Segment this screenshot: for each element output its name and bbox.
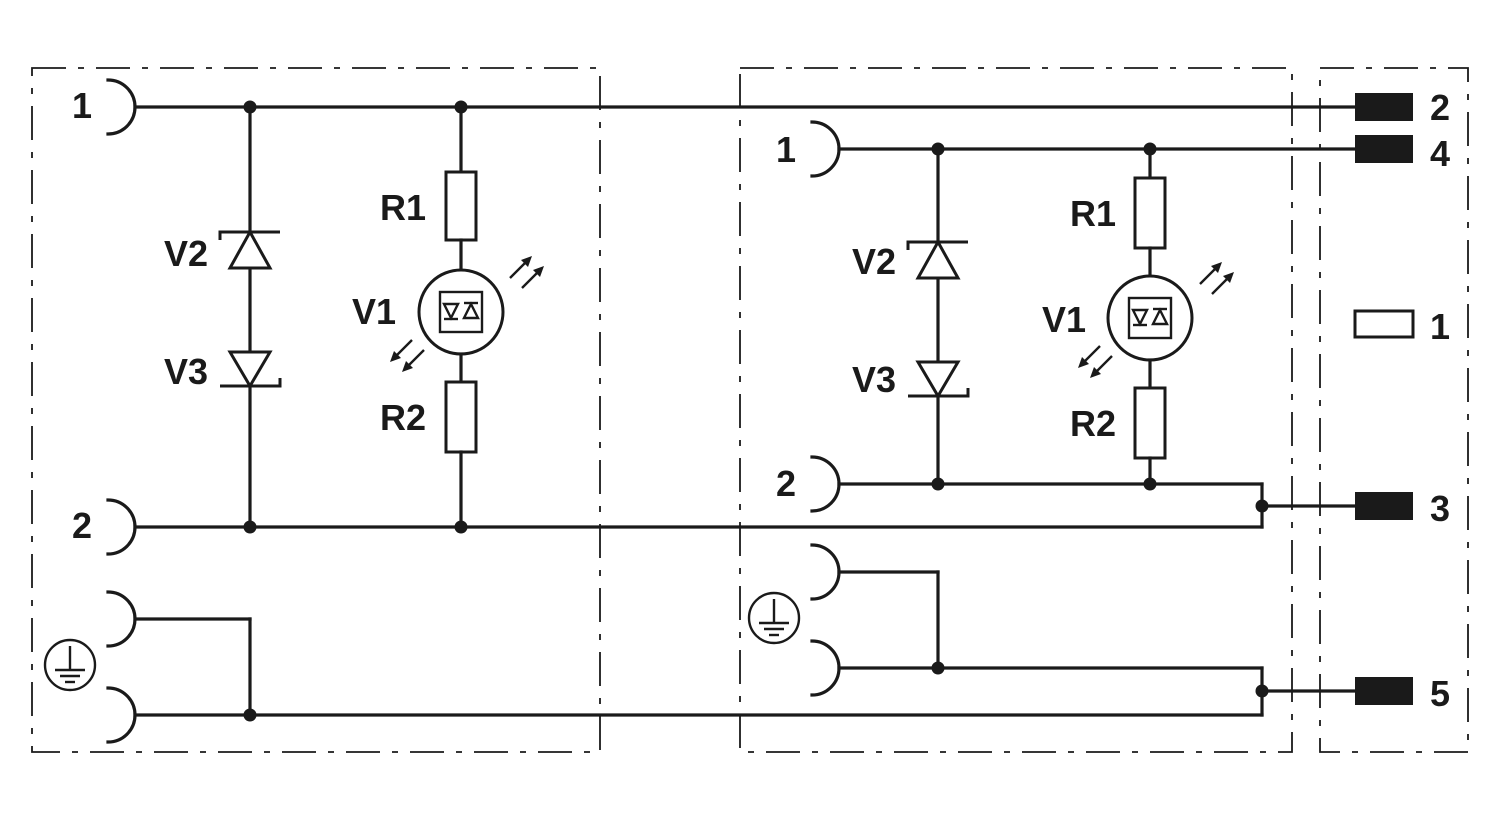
right-module: 1 2 V2 V3 (747, 120, 1357, 697)
right-pe-socket-a-icon (810, 543, 841, 601)
right-light-reception-arrows-icon (1078, 345, 1113, 378)
left-contact-2-socket-icon (106, 498, 137, 556)
left-contact-1-socket-icon (106, 78, 137, 136)
right-protective-earth-icon (747, 591, 801, 645)
right-module-frame (739, 67, 1293, 753)
left-module-frame (31, 67, 601, 753)
connector-pin-3 (1355, 492, 1413, 520)
left-r1-resistor-icon (444, 170, 478, 242)
right-v2-label: V2 (852, 241, 896, 282)
connector-junctions (1255, 482, 1357, 717)
left-r2-label: R2 (380, 397, 426, 438)
left-v1-led-icon (417, 268, 505, 356)
right-r1-resistor-icon (1133, 176, 1167, 250)
left-pe-socket-b-icon (106, 686, 137, 744)
right-v3-label: V3 (852, 359, 896, 400)
connector-pin-1 (1353, 309, 1415, 339)
right-r2-resistor-icon (1133, 386, 1167, 460)
left-v3-zener-diode-icon (220, 350, 282, 389)
right-contact-1-label: 1 (776, 129, 796, 170)
left-light-reception-arrows-icon (390, 339, 425, 372)
connector-pin-4-label: 4 (1430, 133, 1450, 174)
enclosure-frames (31, 67, 1469, 753)
connector-pin-2 (1355, 93, 1413, 121)
left-light-emission-arrows-icon (509, 256, 544, 289)
left-module: 1 2 V2 V3 (43, 78, 1357, 744)
left-pe-socket-a-icon (106, 590, 137, 648)
right-contact-2-socket-icon (810, 455, 841, 513)
connector-pin-5-label: 5 (1430, 673, 1450, 714)
left-v3-label: V3 (164, 351, 208, 392)
left-contact-1-label: 1 (72, 85, 92, 126)
connector-pin-1-label: 1 (1430, 306, 1450, 347)
right-v1-label: V1 (1042, 299, 1086, 340)
right-light-emission-arrows-icon (1199, 262, 1234, 295)
connector-pin-5 (1355, 677, 1413, 705)
left-r1-label: R1 (380, 187, 426, 228)
left-v1-label: V1 (352, 291, 396, 332)
right-r2-label: R2 (1070, 403, 1116, 444)
right-v1-led-icon (1106, 274, 1194, 362)
right-pe-socket-b-icon (810, 639, 841, 697)
connector-pin-3-label: 3 (1430, 488, 1450, 529)
left-protective-earth-icon (43, 638, 97, 692)
right-r1-label: R1 (1070, 193, 1116, 234)
right-v3-zener-diode-icon (908, 360, 970, 399)
connector-pin-2-label: 2 (1430, 87, 1450, 128)
connector-pin-4 (1355, 135, 1413, 163)
connector-frame (1319, 67, 1469, 753)
left-v2-label: V2 (164, 233, 208, 274)
connector: 2 4 1 3 5 (1353, 87, 1450, 714)
right-contact-2-label: 2 (776, 463, 796, 504)
left-contact-2-label: 2 (72, 505, 92, 546)
right-contact-1-socket-icon (810, 120, 841, 178)
left-r2-resistor-icon (444, 380, 478, 454)
right-v2-zener-diode-icon (906, 238, 968, 280)
left-v2-zener-diode-icon (218, 228, 280, 270)
